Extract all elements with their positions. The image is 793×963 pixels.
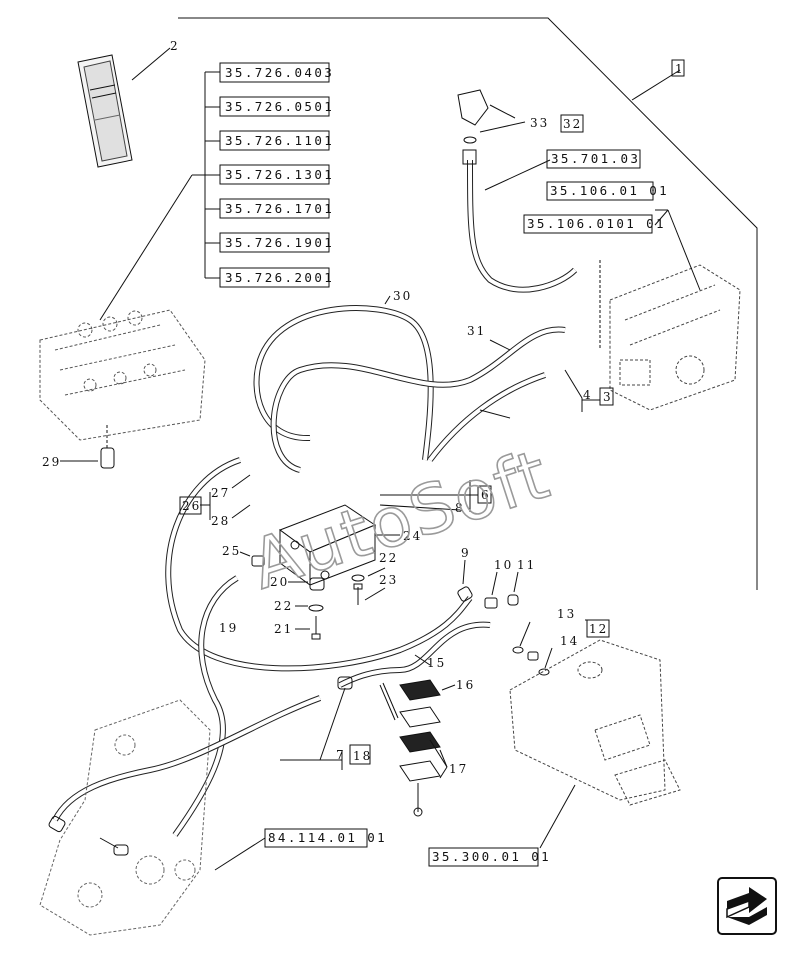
callout-22b: 22 bbox=[379, 551, 398, 565]
distributor-block bbox=[278, 504, 400, 586]
next-page-button[interactable] bbox=[717, 877, 777, 935]
callout-7: 7 bbox=[336, 748, 346, 762]
ref-35-726-0501[interactable]: 35.726.0501 bbox=[225, 99, 334, 114]
callout-28: 28 bbox=[211, 514, 230, 528]
callout-15: 15 bbox=[427, 656, 446, 670]
callout-20: 20 bbox=[270, 575, 289, 589]
callout-30: 30 bbox=[393, 289, 412, 303]
callout-19: 19 bbox=[219, 621, 238, 635]
callout-23: 23 bbox=[379, 573, 398, 587]
callout-24: 24 bbox=[403, 529, 422, 543]
control-valve-block bbox=[39, 309, 206, 441]
callout-25: 25 bbox=[222, 544, 241, 558]
callout-12: 12 bbox=[589, 622, 608, 636]
callout-26: 26 bbox=[182, 499, 201, 513]
ref-35-106-0101-01[interactable]: 35.106.0101 01 bbox=[527, 216, 666, 231]
callout-32: 32 bbox=[563, 117, 582, 131]
callout-16: 16 bbox=[456, 678, 475, 692]
ref-35-726-0403[interactable]: 35.726.0403 bbox=[225, 65, 334, 80]
plug-fitting bbox=[60, 425, 115, 469]
elbow-fitting bbox=[457, 89, 489, 144]
callout-8: 8 bbox=[455, 501, 465, 515]
callout-1: 1 bbox=[675, 62, 685, 76]
hose-clamps bbox=[379, 679, 441, 817]
callout-27: 27 bbox=[211, 486, 230, 500]
callout-17: 17 bbox=[449, 762, 468, 776]
ref-35-726-1701[interactable]: 35.726.1701 bbox=[225, 201, 334, 216]
callout-22a: 22 bbox=[274, 599, 293, 613]
callout-29: 29 bbox=[42, 455, 61, 469]
callout-9: 9 bbox=[461, 546, 471, 560]
callout-4: 4 bbox=[583, 388, 593, 402]
ref-35-726-1301[interactable]: 35.726.1301 bbox=[225, 167, 334, 182]
callout-31: 31 bbox=[467, 324, 486, 338]
ref-35-726-1901[interactable]: 35.726.1901 bbox=[225, 235, 334, 250]
ref-35-300-01-01[interactable]: 35.300.01 01 bbox=[432, 849, 551, 864]
callout-18: 18 bbox=[353, 749, 372, 763]
callout-21: 21 bbox=[274, 622, 293, 636]
hydraulic-pump bbox=[609, 264, 741, 411]
callout-11: 11 bbox=[517, 558, 536, 572]
ref-84-114-01-01[interactable]: 84.114.01 01 bbox=[268, 830, 387, 845]
loader-frame bbox=[39, 699, 211, 936]
ref-35-726-1101[interactable]: 35.726.1101 bbox=[225, 133, 334, 148]
ref-35-726-2001[interactable]: 35.726.2001 bbox=[225, 270, 334, 285]
ref-35-701-03[interactable]: 35.701.03 bbox=[551, 151, 640, 166]
ref-35-106-01-01[interactable]: 35.106.01 01 bbox=[550, 183, 669, 198]
callout-2: 2 bbox=[170, 39, 180, 53]
assembly-outline bbox=[178, 17, 758, 590]
oil-tank bbox=[509, 639, 681, 806]
callout-6: 6 bbox=[481, 488, 491, 502]
callout-14: 14 bbox=[560, 634, 579, 648]
next-page-arrow-icon bbox=[726, 887, 767, 925]
callout-3: 3 bbox=[603, 390, 613, 404]
watermark-text: AutoSoft bbox=[242, 435, 559, 605]
manual-book-icon bbox=[77, 47, 171, 168]
callout-33: 33 bbox=[530, 116, 549, 130]
callout-10: 10 bbox=[494, 558, 513, 572]
callout-13: 13 bbox=[557, 607, 576, 621]
